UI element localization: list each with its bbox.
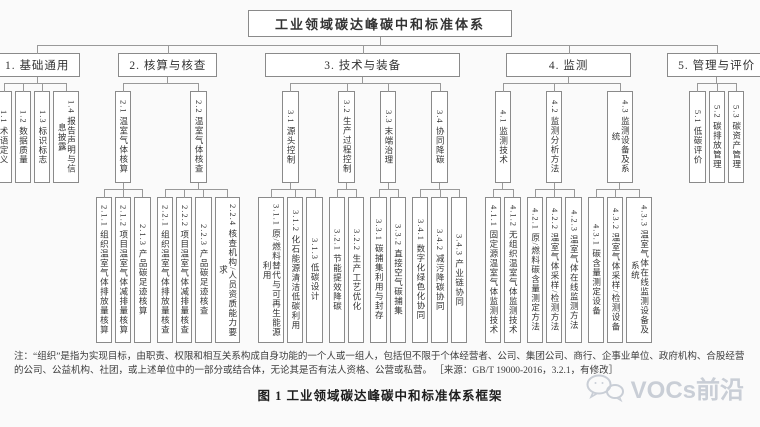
node-3-4-3: 3.4.3 产业链协同 xyxy=(450,197,468,343)
watermark: VOCs前沿 xyxy=(585,370,744,405)
node-2-2-1: 2.2.1 组织温室气体排放量核查 xyxy=(156,197,173,343)
node-1: 1. 基础通用 xyxy=(0,53,81,77)
branch-technology: 3. 技术与装备 3.1 源头控制 3.1.1 原/燃料替代与可再生能源利用 3… xyxy=(249,45,477,343)
node-3-1-3: 3.1.3 低碳设计 xyxy=(306,197,323,343)
node-2-2-2: 2.2.2 项目温室气体减排量核查 xyxy=(175,197,193,343)
footnote: 注：“组织”是指为实现目标，由职责、权限和相互关系构成自身功能的一个人或一组人，… xyxy=(14,352,745,376)
node-2-1-2: 2.1.2 项目温室气体减排量核算 xyxy=(114,197,132,343)
wechat-logo-icon xyxy=(585,373,625,403)
subtree-3-3: 3.3 末端治理 3.3.1 碳捕集利用与封存 3.3.2 直接空气碳捕集 xyxy=(367,83,410,343)
subtree-4-2: 4.2 监测分析方法 4.2.1 原/燃料碳含量测定方法 4.2.2 温室气体采… xyxy=(523,83,586,343)
node-4-3: 4.3 监测设备及系统 xyxy=(607,91,633,183)
node-3-1-2: 3.1.2 化石能源清洁低碳利用 xyxy=(286,197,304,343)
node-5-1: 5.1 低碳评价 xyxy=(689,91,706,183)
node-5: 5. 管理与评价 xyxy=(667,53,760,77)
subtree-4-3: 4.3 监测设备及系统 4.3.1 碳含量测定设备 4.3.2 温室气体采样/检… xyxy=(584,83,655,343)
node-4-2-3: 4.2.3 温室气体在线监测方法 xyxy=(565,197,582,343)
subtree-3-4: 3.4 协同降碳 3.4.1 数字化绿色化协同 3.4.2 减污降碳协同 3.4… xyxy=(409,83,470,343)
subtree-2-2: 2.2 温室气体核查 2.2.1 组织温室气体排放量核查 2.2.2 项目温室气… xyxy=(153,83,244,343)
branch-basics-children: 1.1 术语定义 1.2 数据质量 1.3 标识标志 1.4 报告声明与信息披露 xyxy=(0,83,81,183)
node-3-4: 3.4 协同降碳 xyxy=(431,91,448,183)
subtree-2-1: 2.1 温室气体核算 2.1.1 组织温室气体排放量核算 2.1.2 项目温室气… xyxy=(93,83,155,343)
node-4-3-2: 4.3.2 温室气体采样/检测设备 xyxy=(607,197,624,343)
node-2-1-3: 2.1.3 产品碳足迹核算 xyxy=(134,197,151,343)
diagram-root-title: 工业领域碳达峰碳中和标准体系 xyxy=(247,10,512,37)
node-3-4-1: 3.4.1 数字化绿色化协同 xyxy=(412,197,429,343)
node-1-2: 1.2 数据质量 xyxy=(14,91,32,183)
branch-accounting-children: 2.1 温室气体核算 2.1.1 组织温室气体排放量核算 2.1.2 项目温室气… xyxy=(93,83,244,343)
figure-caption: 图 1 工业领域碳达峰碳中和标准体系框架 xyxy=(257,388,503,403)
subtree-4-1: 4.1 监测技术 4.1.1 固定源温室气体监测技术 4.1.2 无组织温室气体… xyxy=(482,83,525,343)
node-3-3-1: 3.3.1 碳捕集利用与封存 xyxy=(370,197,387,343)
node-1-3: 1.3 标识标志 xyxy=(34,91,51,183)
node-3: 3. 技术与装备 xyxy=(265,53,461,77)
node-3-2: 3.2 生产过程控制 xyxy=(338,91,355,183)
branch-management-children: 5.1 低碳评价 5.2 碳排放管理 5.3 碳资产管理 xyxy=(688,83,746,183)
node-2-2-4: 2.2.4 核查机构/人员资质能力要求 xyxy=(214,197,241,343)
node-4-3-1: 4.3.1 碳含量测定设备 xyxy=(587,197,605,343)
node-4-3-3: 4.3.3 温室气体在线监测设备及系统 xyxy=(626,197,653,343)
node-4-2-1: 4.2.1 原/燃料碳含量测定方法 xyxy=(526,197,544,343)
node-3-1-1: 3.1.1 原/燃料替代与可再生能源利用 xyxy=(258,197,284,343)
branch-row: 1. 基础通用 1.1 术语定义 1.2 数据质量 1.3 标识标志 1.4 报… xyxy=(0,45,760,343)
node-3-1: 3.1 源头控制 xyxy=(282,91,299,183)
node-4-2: 4.2 监测分析方法 xyxy=(546,91,563,183)
root-connector xyxy=(379,37,381,45)
node-1-1: 1.1 术语定义 xyxy=(0,91,12,183)
node-3-2-2: 3.2.2 生产工艺优化 xyxy=(348,197,365,343)
node-2-1: 2.1 温室气体核算 xyxy=(114,91,132,183)
node-3-3: 3.3 末端治理 xyxy=(380,91,397,183)
standard-system-diagram: 工业领域碳达峰碳中和标准体系 1. 基础通用 1.1 术语定义 1.2 数据质量… xyxy=(0,10,760,343)
node-2: 2. 核算与核查 xyxy=(118,53,218,77)
branch-technology-children: 3.1 源头控制 3.1.1 原/燃料替代与可再生能源利用 3.1.2 化石能源… xyxy=(255,83,470,343)
node-3-4-2: 3.4.2 减污降碳协同 xyxy=(431,197,448,343)
node-5-2: 5.2 碳排放管理 xyxy=(708,91,725,183)
node-1-4: 1.4 报告声明与信息披露 xyxy=(53,91,80,183)
node-3-2-1: 3.2.1 节能提效降碳 xyxy=(328,197,346,343)
branch-monitoring-children: 4.1 监测技术 4.1.1 固定源温室气体监测技术 4.1.2 无组织温室气体… xyxy=(482,83,655,343)
watermark-label: VOCs前沿 xyxy=(630,377,744,404)
node-2-2: 2.2 温室气体核查 xyxy=(190,91,207,183)
subtree-3-2: 3.2 生产过程控制 3.2.1 节能提效降碳 3.2.2 生产工艺优化 xyxy=(325,83,369,343)
node-4-1-1: 4.1.1 固定源温室气体监测技术 xyxy=(485,197,502,343)
node-4-2-2: 4.2.2 温室气体采样/检测方法 xyxy=(546,197,563,343)
subtree-3-1: 3.1 源头控制 3.1.1 原/燃料替代与可再生能源利用 3.1.2 化石能源… xyxy=(255,83,328,343)
node-2-1-1: 2.1.1 组织温室气体排放量核算 xyxy=(95,197,112,343)
node-4-1-2: 4.1.2 无组织温室气体监测技术 xyxy=(504,197,521,343)
branch-accounting: 2. 核算与核查 2.1 温室气体核算 2.1.1 组织温室气体排放量核算 2.… xyxy=(86,45,251,343)
node-2-2-3: 2.2.3 产品碳足迹核查 xyxy=(195,197,212,343)
node-4: 4. 监测 xyxy=(506,53,632,77)
branch-management: 5. 管理与评价 5.1 低碳评价 5.2 碳排放管理 5.3 碳资产管理 xyxy=(661,45,760,183)
branch-monitoring: 4. 监测 4.1 监测技术 4.1.1 固定源温室气体监测技术 4.1.2 无… xyxy=(476,45,663,343)
node-4-1: 4.1 监测技术 xyxy=(494,91,512,183)
branch-basics: 1. 基础通用 1.1 术语定义 1.2 数据质量 1.3 标识标志 1.4 报… xyxy=(0,45,88,183)
node-3-3-2: 3.3.2 直接空气碳捕集 xyxy=(389,197,407,343)
node-5-3: 5.3 碳资产管理 xyxy=(727,91,745,183)
